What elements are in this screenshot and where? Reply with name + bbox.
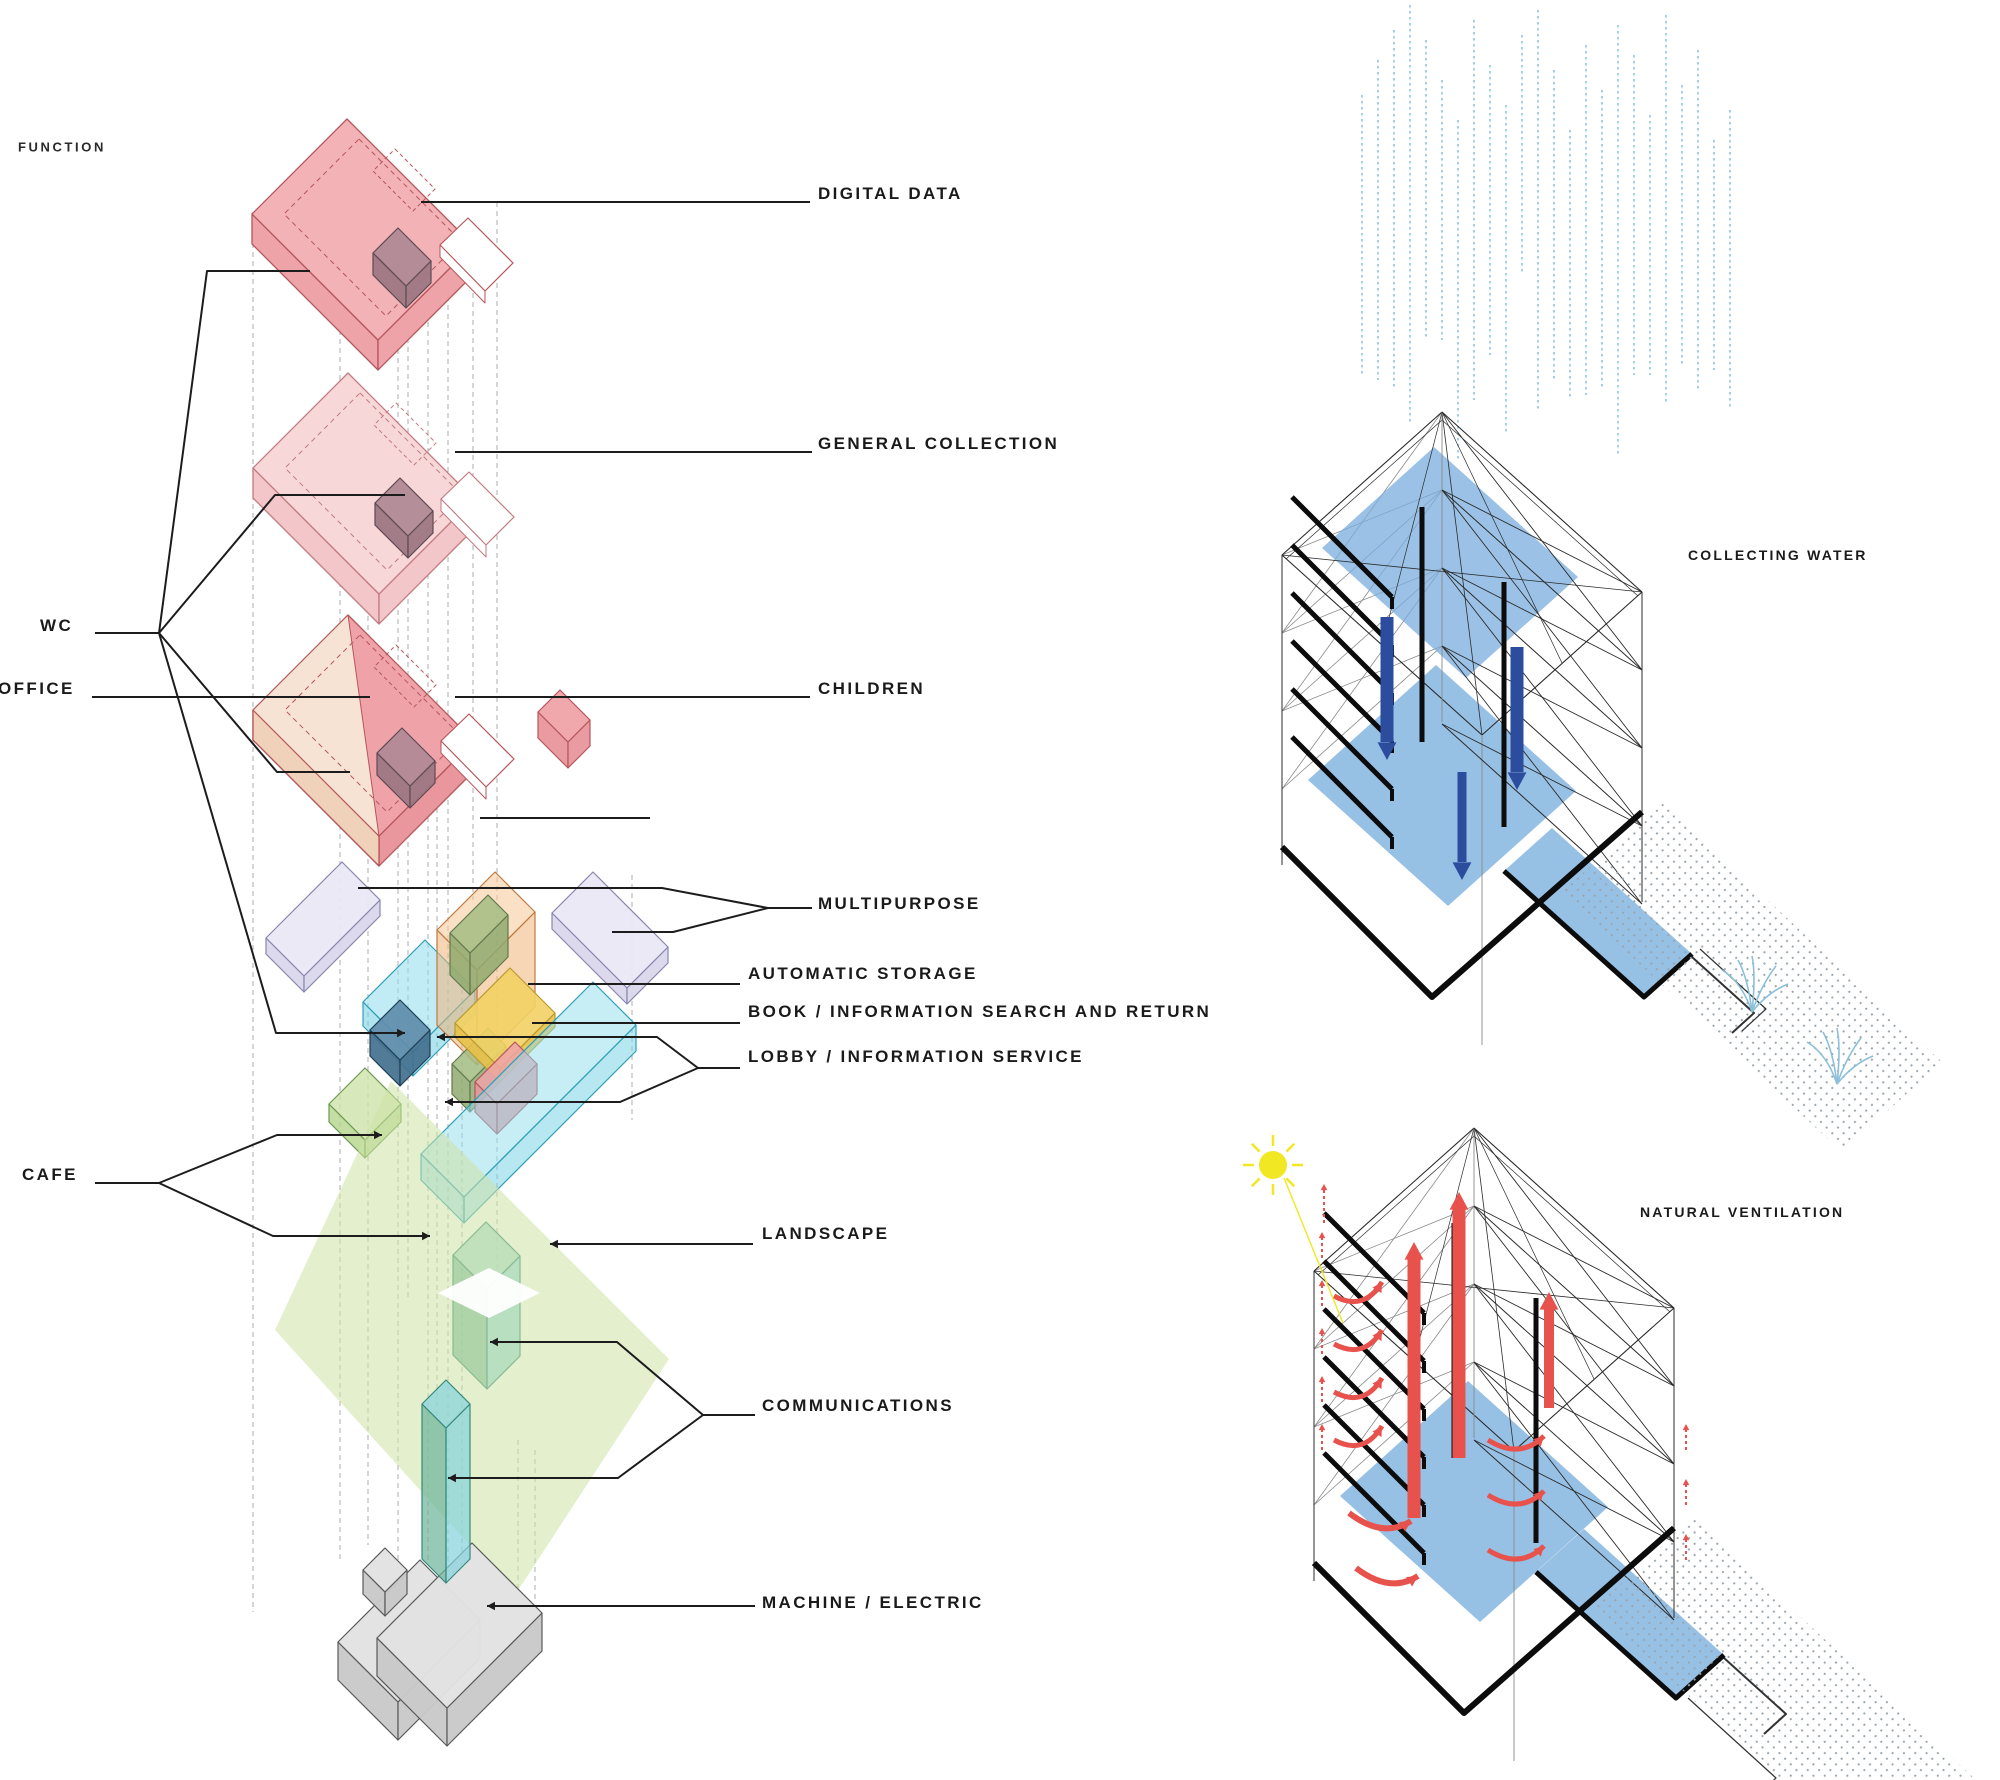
multipurpose-box-right bbox=[551, 871, 669, 1005]
plate-digital-data bbox=[251, 118, 514, 371]
section-title-function: FUNCTION bbox=[18, 139, 106, 155]
label-landscape: LANDSCAPE bbox=[762, 1224, 890, 1243]
label-digital-data: DIGITAL DATA bbox=[818, 184, 963, 203]
fountain-sprays bbox=[1721, 955, 1874, 1085]
rain-lines bbox=[1361, 5, 1731, 460]
plate-children bbox=[252, 614, 591, 867]
programme-cluster bbox=[265, 861, 669, 1224]
communications-shaft-lower bbox=[421, 1379, 471, 1584]
information-desk-box bbox=[369, 999, 431, 1087]
floor-plates bbox=[251, 118, 591, 867]
water-trough bbox=[1687, 1657, 1787, 1780]
landscape-plane bbox=[275, 1081, 669, 1595]
multipurpose-box-left bbox=[265, 861, 381, 993]
natural-ventilation-model bbox=[1243, 1127, 1974, 1780]
leader-lines bbox=[92, 201, 812, 1611]
label-collecting-water: COLLECTING WATER bbox=[1688, 547, 1868, 563]
ground-plane bbox=[1562, 802, 1942, 1152]
label-communications: COMMUNICATIONS bbox=[762, 1396, 954, 1415]
ventilation-arrows bbox=[1318, 1184, 1690, 1587]
label-automatic-storage: AUTOMATIC STORAGE bbox=[748, 964, 978, 983]
machine-electric-base bbox=[337, 1542, 543, 1747]
label-natural-ventilation: NATURAL VENTILATION bbox=[1640, 1204, 1845, 1220]
label-lobby: LOBBY / INFORMATION SERVICE bbox=[748, 1047, 1084, 1066]
label-office: OFFICE bbox=[0, 679, 75, 698]
roof-wireframe bbox=[1313, 1127, 1675, 1452]
rear-facade-wireframe bbox=[1313, 1127, 1475, 1506]
label-wc: WC bbox=[40, 616, 74, 635]
label-multipurpose: MULTIPURPOSE bbox=[818, 894, 981, 913]
sun-icon bbox=[1243, 1135, 1344, 1324]
water-trough bbox=[1691, 948, 1767, 1034]
label-book-search: BOOK / INFORMATION SEARCH AND RETURN bbox=[748, 1002, 1212, 1021]
collecting-water-model bbox=[1279, 411, 1942, 1152]
ground-plane bbox=[1594, 1518, 1974, 1780]
water-down-arrows bbox=[1377, 617, 1527, 880]
label-children: CHILDREN bbox=[818, 679, 926, 698]
label-machine-electric: MACHINE / ELECTRIC bbox=[762, 1593, 984, 1612]
label-cafe: CAFE bbox=[22, 1165, 78, 1184]
label-general-collection: GENERAL COLLECTION bbox=[818, 434, 1060, 453]
plate-general-collection bbox=[252, 372, 515, 625]
